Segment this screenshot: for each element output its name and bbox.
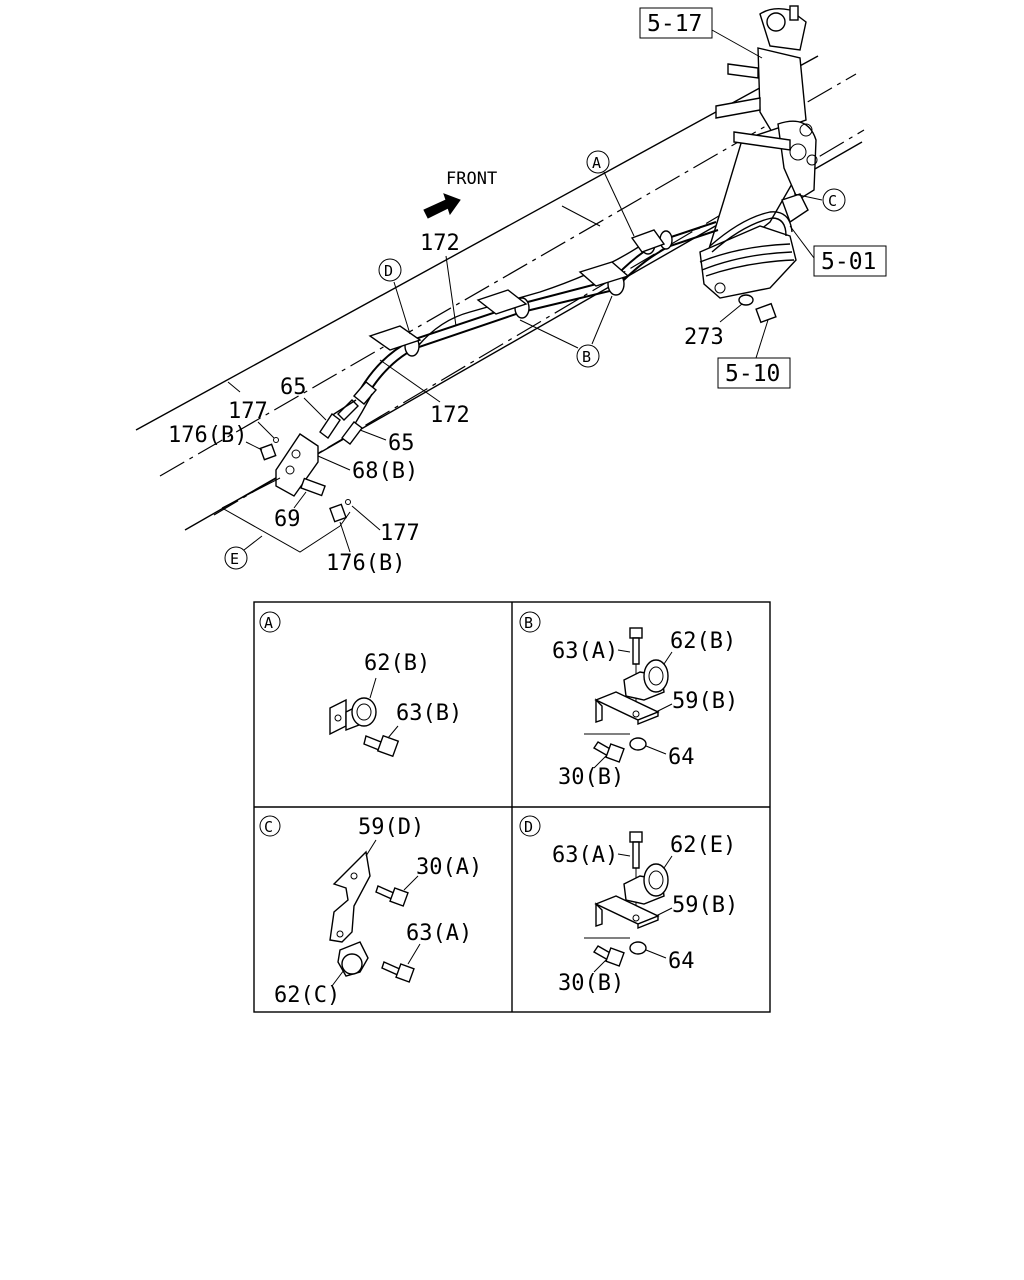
detail-grid xyxy=(253,601,771,1013)
label-68b: 68(B) xyxy=(352,459,418,484)
label-65-top: 65 xyxy=(280,375,307,400)
front-arrow: FRONT xyxy=(423,169,497,219)
callout-d: D xyxy=(384,262,393,280)
detail-b-59b: 59(B) xyxy=(672,689,738,714)
detail-d-63a: 63(A) xyxy=(552,843,618,868)
detail-a: A 62(B) 63(B) xyxy=(259,611,462,758)
detail-d-30b: 30(B) xyxy=(558,971,624,996)
detail-b-62b: 62(B) xyxy=(670,629,736,654)
label-69: 69 xyxy=(274,507,301,532)
ref-5-10: 5-10 xyxy=(725,361,780,387)
label-172-top: 172 xyxy=(420,231,460,256)
ref-box-5-17 xyxy=(639,7,713,39)
detail-c: C 59(D) 30(A) 63(A) 62(C) xyxy=(259,815,482,1008)
front-label: FRONT xyxy=(446,169,497,189)
label-172-lower: 172 xyxy=(430,403,470,428)
detail-d: D 63(A) 62(E) 59(B) 64 30(B) xyxy=(519,815,738,996)
detail-b-letter: B xyxy=(524,614,533,632)
detail-b-30b: 30(B) xyxy=(558,765,624,790)
ref-5-17: 5-17 xyxy=(647,11,702,37)
label-176b-lower: 176(B) xyxy=(326,551,405,576)
detail-b-64: 64 xyxy=(668,745,695,770)
detail-c-59d: 59(D) xyxy=(358,815,424,840)
callout-a: A xyxy=(592,154,601,172)
label-176b-top: 176(B) xyxy=(168,423,247,448)
callout-e: E xyxy=(230,550,239,568)
ref-box-5-10 xyxy=(717,357,791,389)
cable-run xyxy=(325,221,719,433)
detail-c-62c: 62(C) xyxy=(274,983,340,1008)
detail-d-letter: D xyxy=(524,818,533,836)
detail-c-30a: 30(A) xyxy=(416,855,482,880)
detail-a-62b: 62(B) xyxy=(364,651,430,676)
ref-box-5-01 xyxy=(813,245,887,277)
callout-c: C xyxy=(828,192,837,210)
callout-e-circle xyxy=(224,546,248,570)
main-labels: 5-17 5-01 5-10 273 172 172 A B C xyxy=(168,7,887,576)
detail-c-letter: C xyxy=(264,818,273,836)
callout-b: B xyxy=(582,348,591,366)
ref-5-01: 5-01 xyxy=(821,249,876,275)
callout-d-circle xyxy=(378,258,402,282)
detail-d-64: 64 xyxy=(668,949,695,974)
pedal-bracket-assembly xyxy=(699,5,818,299)
callout-c-circle xyxy=(822,188,846,212)
detail-c-63a: 63(A) xyxy=(406,921,472,946)
label-177-lower: 177 xyxy=(380,521,420,546)
detail-a-63b: 63(B) xyxy=(396,701,462,726)
label-177-top: 177 xyxy=(228,399,268,424)
detail-b-63a: 63(A) xyxy=(552,639,618,664)
label-273: 273 xyxy=(684,325,724,350)
detail-d-62e: 62(E) xyxy=(670,833,736,858)
detail-d-59b: 59(B) xyxy=(672,893,738,918)
detail-b: B 63(A) 62(B) 59(B) 64 30(B) xyxy=(519,611,738,790)
fitting-bracket-group xyxy=(221,412,363,553)
callout-a-circle xyxy=(586,150,610,174)
label-65-lower: 65 xyxy=(388,431,415,456)
detail-a-letter: A xyxy=(264,614,273,632)
callout-b-circle xyxy=(576,344,600,368)
